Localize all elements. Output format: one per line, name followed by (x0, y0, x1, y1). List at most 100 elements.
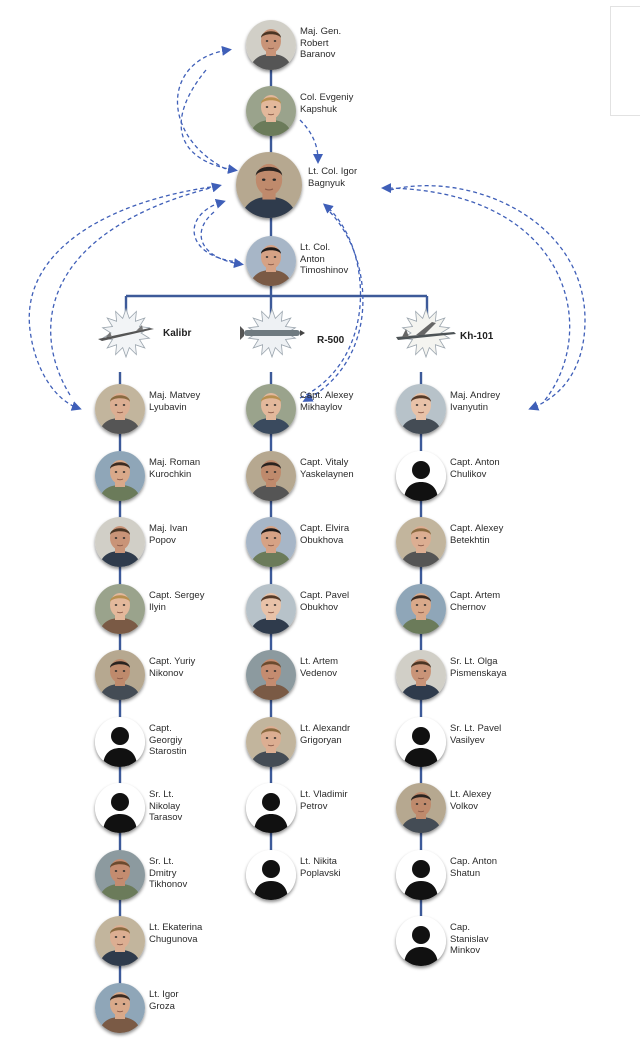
person-node: Capt. Elvira Obukhova (246, 517, 446, 573)
silhouette-avatar (396, 916, 446, 966)
person-name: Capt. Vitaly Yaskelaynen (300, 457, 354, 480)
arrow-bagnyuk-to-mikhaylov (302, 211, 364, 402)
corner-frame (610, 6, 640, 116)
person-node: Capt. Vitaly Yaskelaynen (246, 451, 446, 507)
person-name: Cap. Anton Shatun (450, 856, 498, 879)
portrait-avatar (246, 584, 296, 634)
person-node: Capt. Pavel Obukhov (246, 584, 446, 640)
person-name: Lt. Alexey Volkov (450, 789, 492, 812)
person-name: Sr. Lt. Olga Pismenskaya (450, 656, 507, 679)
person-node: Lt. Col. Anton Timoshinov (246, 236, 446, 292)
person-node: Col. Evgeniy Kapshuk (246, 86, 446, 142)
missile-label: R-500 (317, 335, 345, 346)
person-name: Sr. Lt. Dmitry Tikhonov (149, 856, 188, 890)
person-name: Maj. Matvey Lyubavin (149, 390, 201, 413)
portrait-avatar (246, 384, 296, 434)
portrait-avatar (396, 517, 446, 567)
person-name: Lt. Artem Vedenov (300, 656, 339, 679)
person-node: Capt. Artem Chernov (396, 584, 596, 640)
silhouette-avatar (246, 783, 296, 833)
person-name: Lt. Ekaterina Chugunova (149, 922, 203, 945)
person-node: Sr. Lt. Dmitry Tikhonov (95, 850, 295, 906)
arrow-bagnyuk-to-ivanyutin (389, 185, 586, 411)
person-name: Maj. Gen. Robert Baranov (300, 26, 342, 60)
portrait-avatar (246, 20, 296, 70)
person-name: Capt. Pavel Obukhov (300, 590, 350, 613)
arrow-kapshuk-to-bagnyuk (299, 119, 323, 164)
person-node: Capt. Alexey Betekhtin (396, 517, 596, 573)
person-name: Capt. Alexey Betekhtin (450, 523, 504, 546)
portrait-avatar (246, 86, 296, 136)
arrow-bagnyuk-to-lyubavin (28, 185, 219, 411)
missile-icon (238, 307, 306, 363)
arrow-mikhaylov-to-bagnyuk (299, 203, 362, 399)
person-node: Capt. Anton Chulikov (396, 451, 596, 507)
person-name: Cap. Stanislav Minkov (450, 922, 489, 956)
silhouette-avatar (95, 783, 145, 833)
person-node: Sr. Lt. Pavel Vasilyev (396, 717, 596, 773)
silhouette-avatar (396, 850, 446, 900)
portrait-avatar (246, 236, 296, 286)
portrait-avatar (236, 152, 302, 218)
person-node: Capt. Yuriy Nikonov (95, 650, 295, 706)
portrait-avatar (396, 584, 446, 634)
person-name: Capt. Georgiy Starostin (149, 723, 187, 757)
person-name: Capt. Alexey Mikhaylov (300, 390, 354, 413)
person-node: Lt. Ekaterina Chugunova (95, 916, 295, 972)
person-node: Maj. Gen. Robert Baranov (246, 20, 446, 76)
arrow-baranov-to-bagnyuk (180, 69, 238, 174)
silhouette-avatar (95, 717, 145, 767)
missile-label: Kalibr (163, 328, 192, 339)
person-name: Lt. Nikita Poplavski (300, 856, 341, 879)
missile-icon (92, 307, 160, 363)
portrait-avatar (95, 916, 145, 966)
person-name: Capt. Yuriy Nikonov (149, 656, 196, 679)
arrow-bagnyuk-to-baranov (176, 45, 233, 173)
silhouette-avatar (246, 850, 296, 900)
portrait-avatar (95, 850, 145, 900)
person-name: Lt. Igor Groza (149, 989, 179, 1012)
portrait-avatar (396, 650, 446, 700)
person-node: Lt. Vladimir Petrov (246, 783, 446, 839)
arrow-bagnyuk-to-timoshinov (200, 211, 244, 269)
silhouette-avatar (396, 717, 446, 767)
person-name: Col. Evgeniy Kapshuk (300, 92, 354, 115)
person-node: Cap. Stanislav Minkov (396, 916, 596, 972)
person-name: Capt. Artem Chernov (450, 590, 501, 613)
missile-icon (392, 307, 460, 363)
person-name: Lt. Vladimir Petrov (300, 789, 348, 812)
silhouette-avatar (396, 451, 446, 501)
person-name: Sr. Lt. Nikolay Tarasov (149, 789, 183, 823)
portrait-avatar (95, 983, 145, 1033)
portrait-avatar (396, 783, 446, 833)
person-node: Maj. Andrey Ivanyutin (396, 384, 596, 440)
portrait-avatar (246, 717, 296, 767)
person-node: Lt. Alexey Volkov (396, 783, 596, 839)
arrow-ivanyutin-to-bagnyuk (381, 183, 571, 401)
person-node: Capt. Alexey Mikhaylov (246, 384, 446, 440)
person-name: Capt. Elvira Obukhova (300, 523, 350, 546)
person-node: Maj. Ivan Popov (95, 517, 295, 573)
person-node: Lt. Nikita Poplavski (246, 850, 446, 906)
person-node: Sr. Lt. Olga Pismenskaya (396, 650, 596, 706)
arrow-timoshinov-to-bagnyuk (193, 199, 241, 263)
portrait-avatar (246, 451, 296, 501)
person-node: Sr. Lt. Nikolay Tarasov (95, 783, 295, 839)
portrait-avatar (95, 650, 145, 700)
person-name: Lt. Alexandr Grigoryan (300, 723, 351, 746)
portrait-avatar (396, 384, 446, 434)
portrait-avatar (246, 650, 296, 700)
person-name: Maj. Andrey Ivanyutin (450, 390, 501, 413)
person-node: Maj. Roman Kurochkin (95, 451, 295, 507)
person-node: Lt. Alexandr Grigoryan (246, 717, 446, 773)
person-name: Maj. Ivan Popov (149, 523, 188, 546)
person-node: Capt. Georgiy Starostin (95, 717, 295, 773)
person-name: Maj. Roman Kurochkin (149, 457, 201, 480)
person-name: Capt. Anton Chulikov (450, 457, 500, 480)
arrow-lyubavin-to-bagnyuk (50, 182, 222, 396)
person-node: Capt. Sergey Ilyin (95, 584, 295, 640)
missile-label: Kh-101 (460, 331, 494, 342)
person-node: Lt. Artem Vedenov (246, 650, 446, 706)
person-name: Sr. Lt. Pavel Vasilyev (450, 723, 502, 746)
person-name: Capt. Sergey Ilyin (149, 590, 205, 613)
